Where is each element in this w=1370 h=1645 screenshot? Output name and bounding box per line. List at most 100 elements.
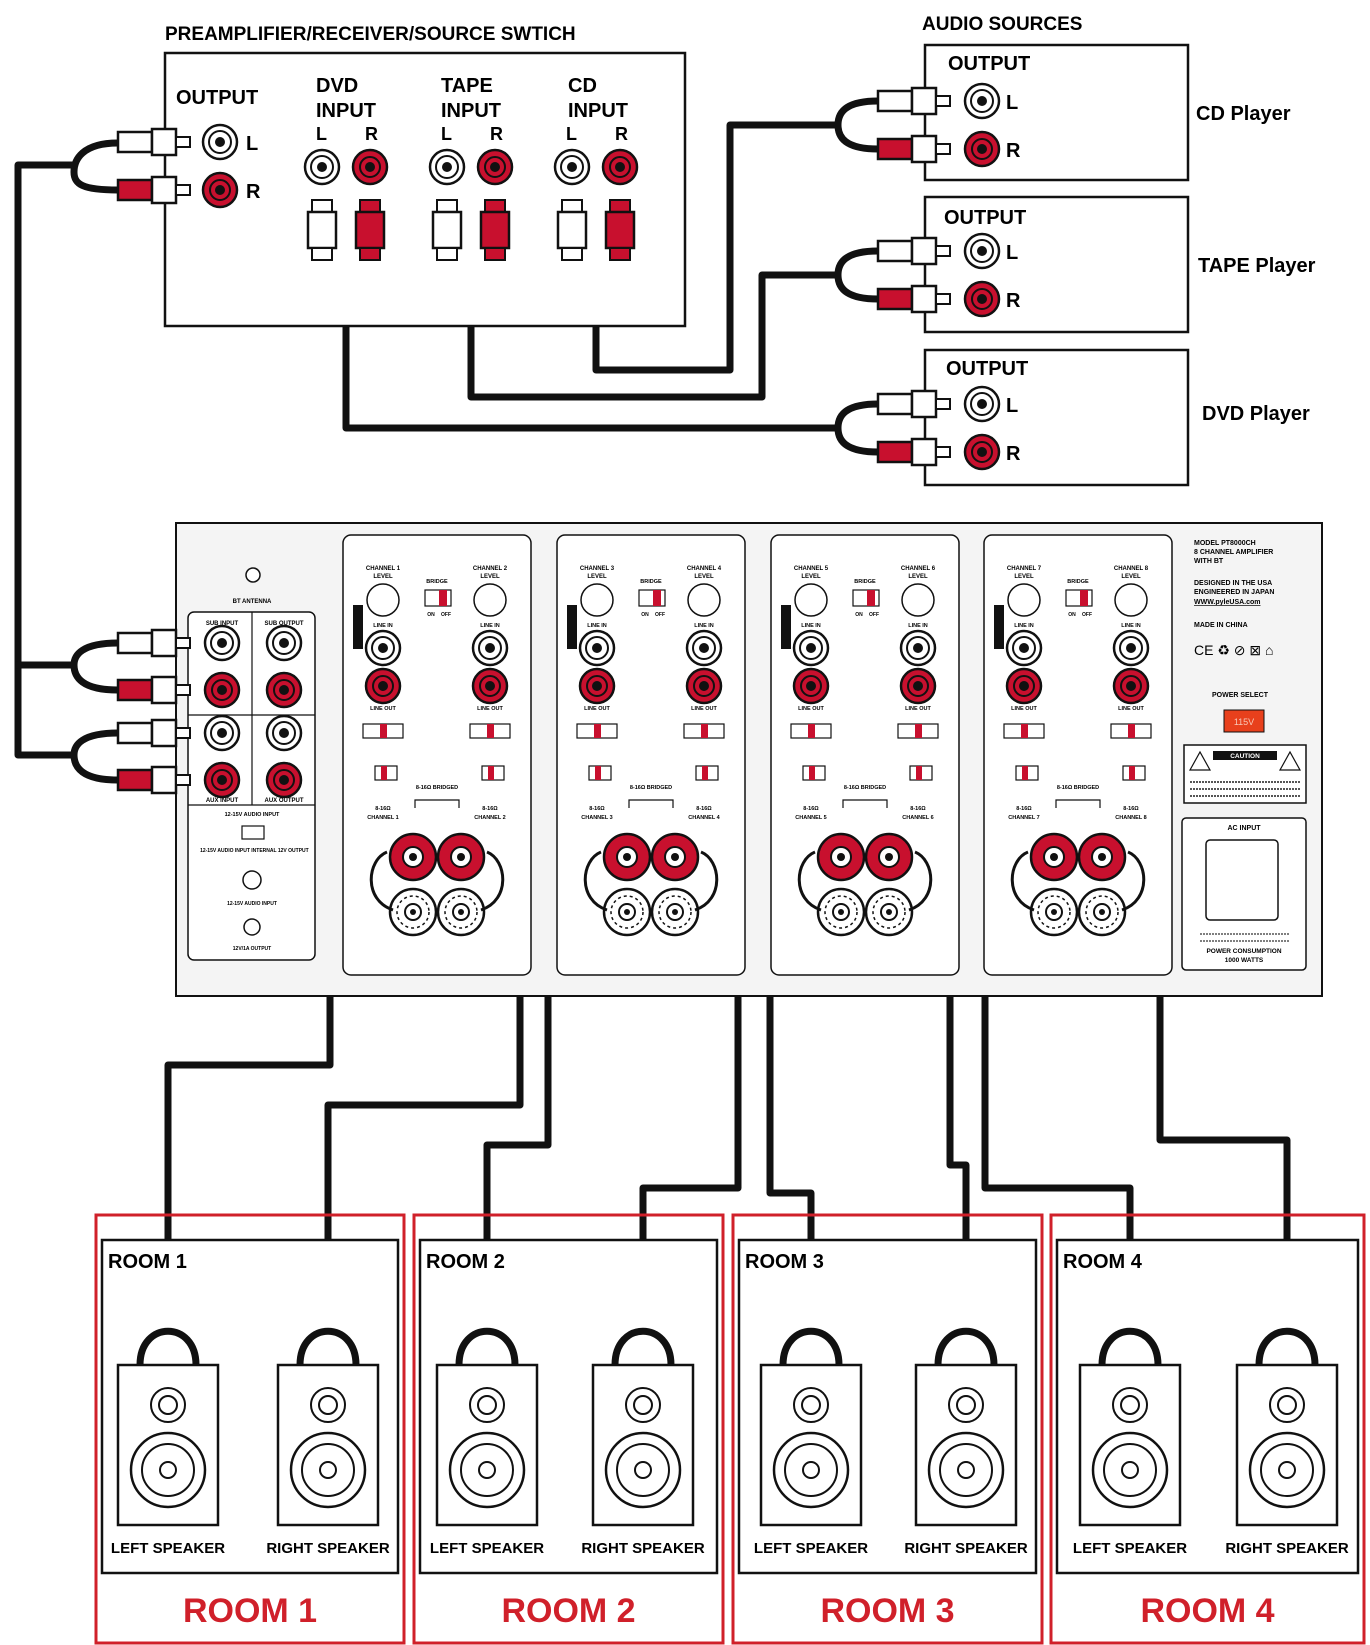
bridge-switch[interactable] [424, 589, 452, 607]
bridged-label: 8-16Ω BRIDGED [630, 785, 672, 791]
left-speaker [116, 1363, 220, 1527]
terminal-strap [583, 850, 608, 912]
preamp-output-r-label: R [246, 181, 261, 203]
bt-antenna-connector [245, 567, 261, 583]
dvd-input-r-plug [354, 198, 386, 262]
level-knob[interactable] [580, 583, 614, 617]
speaker-positive-terminal [388, 832, 438, 882]
mono-stereo-switch-lever [595, 766, 601, 780]
left-speaker-label: LEFT SPEAKER [754, 1540, 868, 1557]
gain-label-bar [353, 605, 363, 649]
speaker-cable-loop [1255, 1327, 1319, 1366]
speaker-cable-loop [934, 1327, 998, 1366]
speaker-negative-terminal [1077, 887, 1127, 937]
tape-r-label: R [490, 124, 503, 144]
dvd-input-l-jack [303, 148, 341, 186]
dvd-r-label: R [1006, 443, 1021, 465]
preamp-box [163, 51, 687, 328]
left-speaker [435, 1363, 539, 1527]
room-footer-label: ROOM 2 [501, 1592, 635, 1630]
level-label: LEVEL [587, 574, 607, 580]
bridge-on-label: ON [1068, 612, 1076, 618]
terminal-strap [1010, 850, 1035, 912]
tape-input-r-plug [479, 198, 511, 262]
model-sub1-label: 8 CHANNEL AMPLIFIER [1194, 549, 1273, 556]
line-out-jack [471, 667, 509, 705]
level-knob[interactable] [1114, 583, 1148, 617]
line-in-label: LINE IN [480, 623, 500, 629]
room-footer-label: ROOM 3 [820, 1592, 954, 1630]
bridge-switch-lever [653, 590, 661, 606]
bridge-bracket [1055, 799, 1101, 808]
channel-modules: CHANNEL 1 LEVEL LINE IN LINE OUT 8-16Ω CHANNE… [342, 534, 1173, 976]
dvd-r-label: R [365, 124, 378, 144]
speaker-cable-loop [1098, 1327, 1162, 1366]
channel-label: CHANNEL 6 [902, 815, 933, 821]
line-out-jack [899, 667, 937, 705]
tape-cable [467, 271, 842, 401]
cd-input-l-plug [556, 198, 588, 262]
bridge-switch[interactable] [638, 589, 666, 607]
level-label: LEVEL [373, 574, 393, 580]
channel-label: CHANNEL 3 [580, 566, 615, 572]
channel-label: CHANNEL 7 [1008, 815, 1039, 821]
bridged-label: 8-16Ω BRIDGED [416, 785, 458, 791]
level-label: LEVEL [908, 574, 928, 580]
tape-output-l-jack [963, 232, 1001, 270]
speaker-negative-terminal [436, 887, 486, 937]
ohms-label: 8-16Ω [803, 806, 819, 812]
tape-output-r-jack [963, 280, 1001, 318]
line-out-jack [364, 667, 402, 705]
tape-l-label: L [441, 124, 452, 144]
level-knob[interactable] [794, 583, 828, 617]
channel-label: CHANNEL 1 [366, 566, 401, 572]
level-knob[interactable] [901, 583, 935, 617]
dc-internal-label: INTERNAL 12V OUTPUT [251, 848, 308, 854]
dvd-input-label-1: DVD [316, 75, 358, 97]
level-knob[interactable] [473, 583, 507, 617]
preamp-output-cable [70, 139, 122, 194]
preamp-output-r-jack [201, 171, 239, 209]
input-mode-switch-lever [915, 724, 922, 738]
power-consumption-label: POWER CONSUMPTION [1206, 948, 1281, 955]
aux-input-l-jack [203, 714, 241, 752]
bridge-switch[interactable] [1065, 589, 1093, 607]
audio-sources-title: AUDIO SOURCES [922, 14, 1082, 35]
level-knob[interactable] [687, 583, 721, 617]
ohms-label: 8-16Ω [482, 806, 498, 812]
speaker-cable-loop [296, 1327, 360, 1366]
level-label: LEVEL [1121, 574, 1141, 580]
room-footer-label: ROOM 4 [1140, 1592, 1274, 1630]
tape-player-label: TAPE Player [1198, 255, 1316, 277]
speaker-positive-terminal [1077, 832, 1127, 882]
input-mode-switch-lever [380, 724, 387, 738]
line-out-jack [792, 667, 830, 705]
right-speaker [914, 1363, 1018, 1527]
sub-input-y-cable [70, 639, 122, 694]
channel-label: CHANNEL 3 [581, 815, 612, 821]
right-speaker-label: RIGHT SPEAKER [904, 1540, 1028, 1557]
cd-r-label: R [1006, 140, 1021, 162]
bridge-off-label: OFF [869, 612, 879, 618]
line-in-label: LINE IN [801, 623, 821, 629]
line-in-label: LINE IN [1121, 623, 1141, 629]
dvd-output-label: OUTPUT [946, 358, 1028, 380]
bridge-switch[interactable] [852, 589, 880, 607]
line-in-jack [792, 629, 830, 667]
tape-input-label-1: TAPE [441, 75, 493, 97]
level-knob[interactable] [366, 583, 400, 617]
line-in-label: LINE IN [587, 623, 607, 629]
line-out-label: LINE OUT [905, 706, 931, 712]
cd-input-r-jack [601, 148, 639, 186]
room-outline [731, 1213, 1044, 1645]
left-speaker-label: LEFT SPEAKER [430, 1540, 544, 1557]
speaker-cable-loop [136, 1327, 200, 1366]
line-in-jack [685, 629, 723, 667]
dvd-input-l-plug [306, 198, 338, 262]
level-knob[interactable] [1007, 583, 1041, 617]
mono-stereo-switch-lever [488, 766, 494, 780]
